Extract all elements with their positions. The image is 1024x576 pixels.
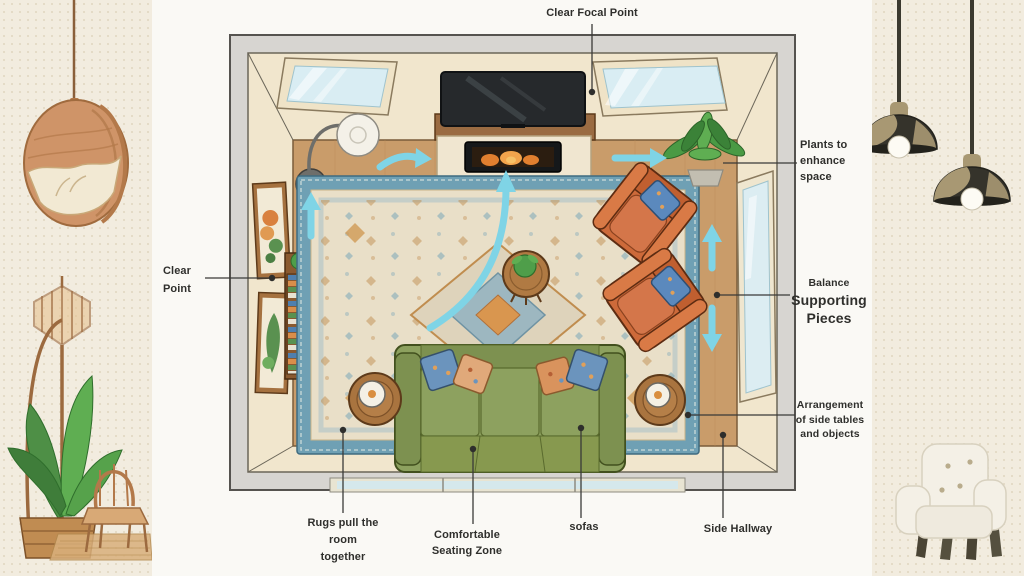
annotation-line: of side tables (795, 413, 865, 426)
arrow-top-left (376, 152, 422, 171)
side-table-left (348, 372, 402, 426)
annotation-line: Clear Focal Point (546, 7, 638, 19)
annotation-clear-focal-point: Clear Focal Point (537, 5, 647, 21)
annotation-line: Pieces (806, 310, 852, 326)
annotation-line: enhance (800, 155, 846, 167)
armchair-1 (592, 162, 698, 268)
annotation-clear-point: Clear Point (163, 262, 211, 298)
annotation-rugs: Rugs pull the room together (302, 515, 384, 566)
tv (440, 71, 586, 128)
pendant-lamp-2-illustration (933, 0, 1011, 211)
bottom-wall-window (329, 477, 686, 493)
annotation-side-hallway: Side Hallway (696, 521, 780, 537)
annotation-line: and objects (800, 428, 860, 440)
annotation-line: Clear (163, 265, 192, 277)
annotation-line: Balance (808, 277, 850, 289)
armchair-2 (602, 247, 708, 353)
annotation-seating-zone: Comfortable Seating Zone (423, 527, 511, 559)
right-decor-panel (860, 0, 1024, 576)
wall-art-frame-1 (251, 181, 292, 280)
left-decor-panel (0, 0, 153, 576)
corner-plant (663, 111, 746, 187)
annotation-line: Plants to (800, 139, 848, 151)
skylight-right (592, 57, 728, 117)
annotation-plants: Plants to enhance space (800, 137, 866, 185)
annotation-line: Supporting (791, 292, 867, 308)
flow-arrows (301, 148, 722, 352)
potted-plant-illustration (7, 374, 123, 559)
right-wall-window (736, 169, 777, 403)
annotation-line: Side Hallway (703, 523, 773, 535)
annotation-line: together (320, 551, 366, 563)
annotation-line: room (329, 534, 357, 546)
annotation-balance-supporting-pieces: Balance Supporting Pieces (789, 276, 869, 327)
arrow-to-fireplace (426, 184, 510, 332)
room-floorplan (229, 34, 796, 493)
wall-art-frame-2 (254, 291, 292, 395)
pendant-lamp-1-illustration (860, 0, 938, 159)
annotation-line: Seating Zone (431, 545, 503, 557)
hanging-egg-chair-illustration (23, 0, 129, 227)
annotation-line: Point (163, 283, 191, 295)
annotation-arrangement: Arrangement of side tables and objects (792, 398, 868, 442)
annotation-line: Rugs pull the (307, 517, 379, 529)
skylight-left (276, 57, 398, 116)
annotation-line: sofas (569, 521, 599, 533)
right-decor-illustrations (860, 0, 1011, 560)
throw-pillows (419, 348, 609, 396)
left-decor-illustrations (7, 0, 153, 561)
annotation-line: Arrangement (796, 399, 864, 411)
annotation-sofas: sofas (559, 519, 609, 535)
white-armchair-illustration (895, 443, 1007, 560)
side-table-right (634, 374, 686, 426)
sofa (394, 344, 626, 473)
rattan-chair-illustration (80, 464, 150, 553)
coffee-table (502, 250, 550, 305)
annotation-line: space (800, 171, 832, 183)
annotation-line: Comfortable (434, 529, 500, 541)
